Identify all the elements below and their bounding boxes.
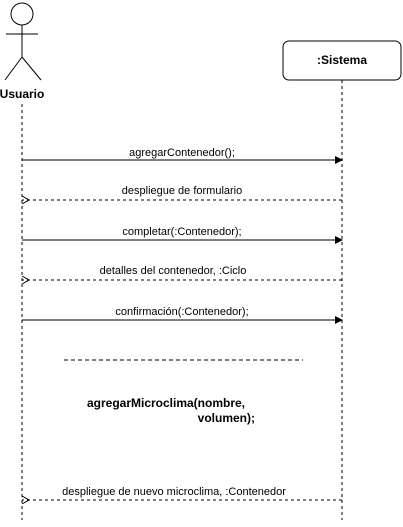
message-label: detalles del contenedor, :Ciclo	[100, 265, 247, 277]
note-line-2: volumen);	[198, 411, 255, 425]
actor-label: Usuario	[0, 87, 44, 101]
actor-icon	[4, 2, 42, 81]
message-label: agregarContenedor();	[129, 147, 235, 159]
message-label: despliegue de formulario	[122, 185, 242, 197]
message-6: despliegue de nuevo microclima, :Contene…	[22, 486, 342, 500]
message-1: agregarContenedor();	[22, 147, 343, 164]
note-line-1: agregarMicroclima(nombre,	[87, 396, 245, 410]
message-5: confirmación(:Contenedor);	[22, 306, 343, 324]
message-3: completar(:Contenedor);	[22, 226, 343, 244]
message-label: completar(:Contenedor);	[122, 226, 241, 238]
message-2: despliegue de formulario	[22, 185, 342, 200]
message-4: detalles del contenedor, :Ciclo	[22, 265, 342, 280]
message-label: despliegue de nuevo microclima, :Contene…	[62, 486, 286, 498]
message-label: confirmación(:Contenedor);	[115, 306, 248, 318]
system-label: :Sistema	[317, 53, 367, 67]
